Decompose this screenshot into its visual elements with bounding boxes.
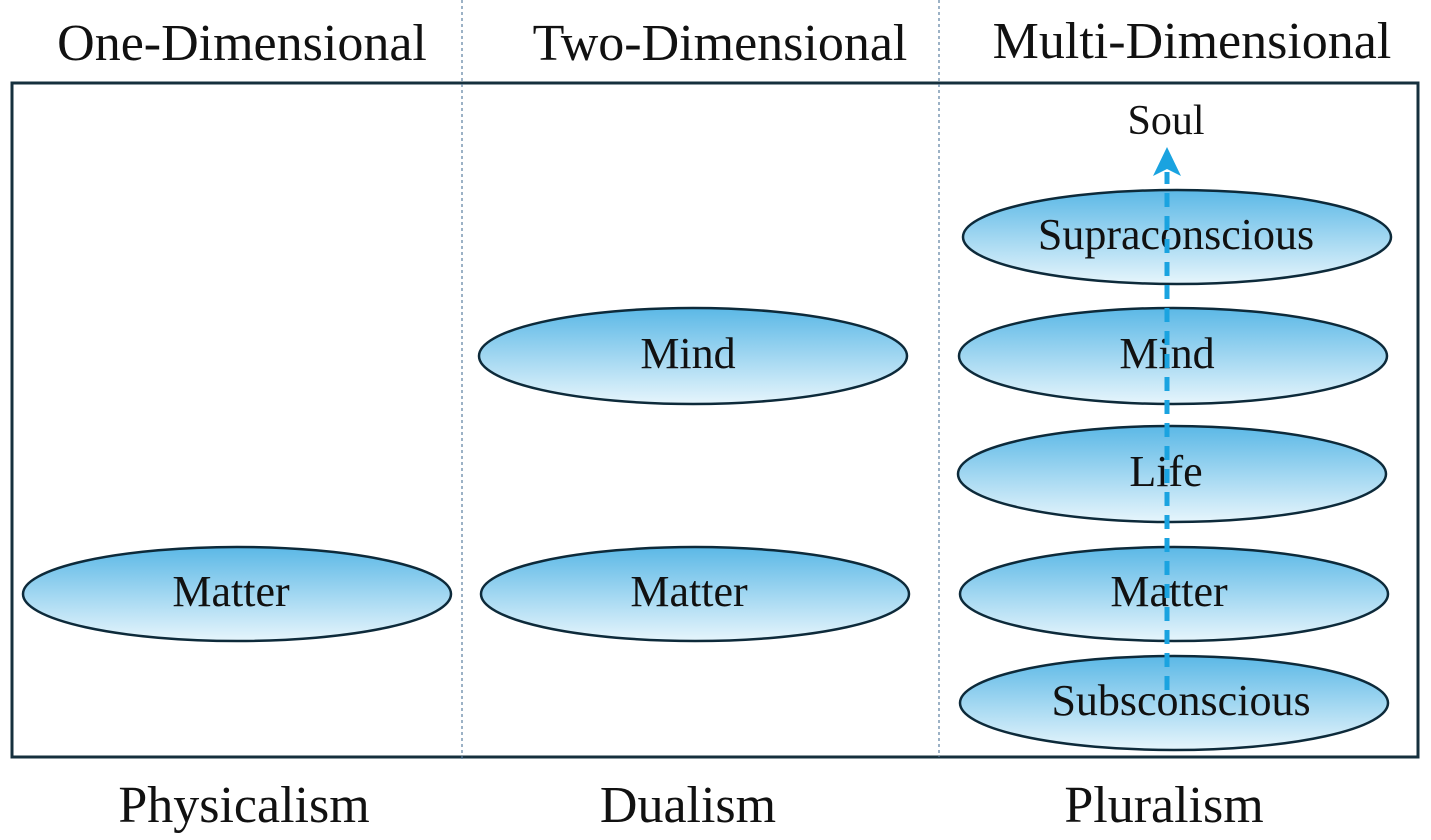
header-one-dimensional: One-Dimensional <box>57 15 427 72</box>
arrow-head-icon <box>1153 147 1181 176</box>
soul-label: Soul <box>1127 98 1204 144</box>
layer-supraconscious-col3: Supraconscious <box>961 188 1393 286</box>
layer-matter-col3: Matter <box>958 545 1390 643</box>
layer-life-col3: Life <box>956 424 1388 524</box>
layer-label: Subsconscious <box>1051 676 1310 725</box>
footer-dualism: Dualism <box>600 777 776 834</box>
ascending-arrow <box>1153 147 1181 690</box>
header-two-dimensional: Two-Dimensional <box>533 15 908 72</box>
layer-matter-col2: Matter <box>479 545 911 643</box>
layer-label: Supraconscious <box>1038 210 1314 259</box>
layer-matter-col1: Matter <box>21 545 453 643</box>
layer-mind-col3: Mind <box>957 306 1389 406</box>
layer-label: Mind <box>640 329 735 378</box>
layer-mind-col2: Mind <box>477 306 909 406</box>
diagram-frame <box>10 81 1420 759</box>
layer-label: Matter <box>630 567 748 616</box>
layer-label: Matter <box>172 567 290 616</box>
footer-physicalism: Physicalism <box>118 777 369 834</box>
layer-subsconscious-col3: Subsconscious <box>958 654 1390 752</box>
footer-pluralism: Pluralism <box>1064 777 1263 834</box>
header-multi-dimensional: Multi-Dimensional <box>993 13 1392 70</box>
